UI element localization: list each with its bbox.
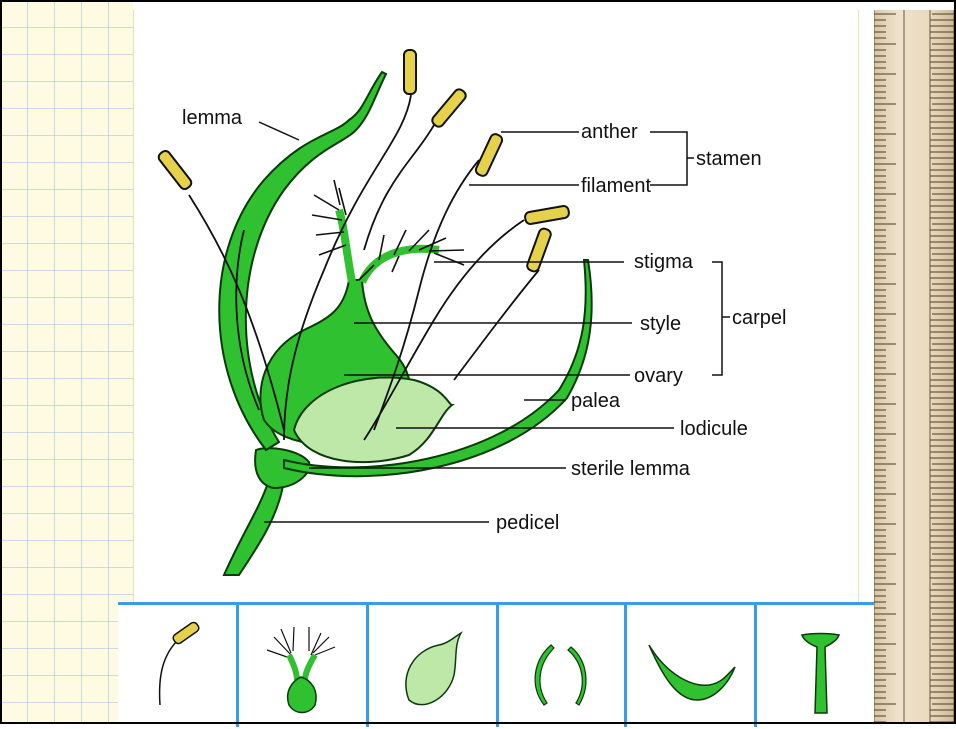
tray-slot-palea[interactable]: [496, 605, 624, 727]
label-stamen: stamen: [696, 148, 762, 170]
label-pedicel: pedicel: [496, 512, 559, 534]
rice-flower-diagram: lemma anther stamen filament stigma styl…: [134, 10, 858, 602]
parts-tray: [118, 602, 874, 727]
tray-slot-lodicule[interactable]: [366, 605, 496, 727]
label-palea: palea: [571, 390, 621, 412]
label-style: style: [640, 313, 681, 335]
label-ovary: ovary: [634, 365, 683, 387]
ruler-ticks: [874, 10, 956, 724]
palea-piece-icon[interactable]: [499, 605, 624, 724]
label-anther: anther: [581, 121, 638, 143]
sterile-lemma-piece-icon[interactable]: [627, 605, 754, 724]
pedicel-shape: [224, 480, 284, 575]
label-lemma: lemma: [182, 107, 243, 129]
tray-slot-carpel[interactable]: [236, 605, 366, 727]
tray-slot-sterile-lemma[interactable]: [624, 605, 754, 727]
anthers: [157, 50, 570, 273]
pedicel-piece-icon[interactable]: [757, 605, 874, 724]
stamen-piece-icon[interactable]: [118, 605, 236, 724]
carpel-piece-icon[interactable]: [239, 605, 366, 724]
label-sterile-lemma: sterile lemma: [571, 458, 691, 480]
label-stigma: stigma: [634, 251, 694, 273]
ruler: [874, 10, 956, 724]
lodicule-piece-icon[interactable]: [369, 605, 496, 724]
label-filament: filament: [581, 175, 651, 197]
label-lodicule: lodicule: [680, 418, 748, 440]
grid-background: [0, 0, 133, 724]
tray-slot-pedicel[interactable]: [754, 605, 874, 727]
label-carpel: carpel: [732, 307, 786, 329]
diagram-panel: lemma anther stamen filament stigma styl…: [133, 10, 859, 602]
stigma-feathers: [312, 180, 464, 280]
tray-slot-stamen[interactable]: [118, 605, 236, 727]
